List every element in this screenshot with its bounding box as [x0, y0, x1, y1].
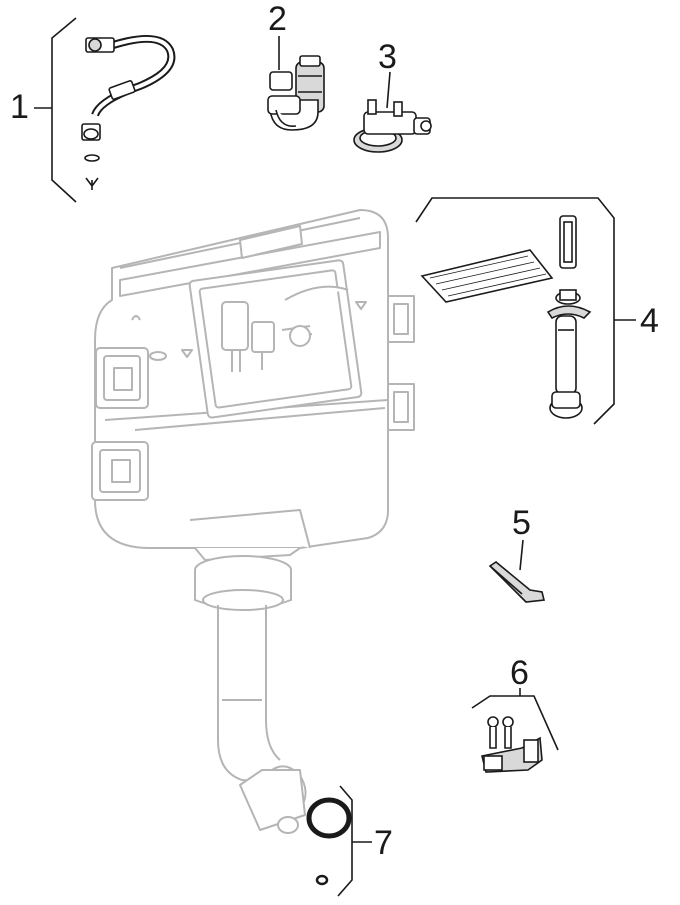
- bracket-7: [337, 785, 353, 897]
- cistern-illustration: [91, 209, 415, 834]
- callout-7: 7: [374, 824, 393, 862]
- callout-lines: [34, 17, 636, 897]
- bracket-4: [415, 197, 615, 425]
- callout-3: 3: [378, 38, 397, 76]
- bracket-1: [51, 17, 77, 203]
- seal-ring-icon: [306, 797, 352, 886]
- angle-valve-icon: [353, 99, 432, 153]
- callout-5: 5: [512, 504, 531, 542]
- flush-valve-icon: [420, 215, 592, 419]
- actuator-bracket-icon: [481, 716, 543, 773]
- bracket-6: [471, 695, 559, 751]
- callout-2: 2: [268, 0, 287, 38]
- clip-icon: [488, 561, 545, 603]
- callout-1: 1: [10, 88, 29, 126]
- callout-6: 6: [510, 654, 529, 692]
- fill-valve-icon: [267, 55, 325, 131]
- flex-hose-icon: [81, 34, 176, 190]
- callout-4: 4: [640, 302, 659, 340]
